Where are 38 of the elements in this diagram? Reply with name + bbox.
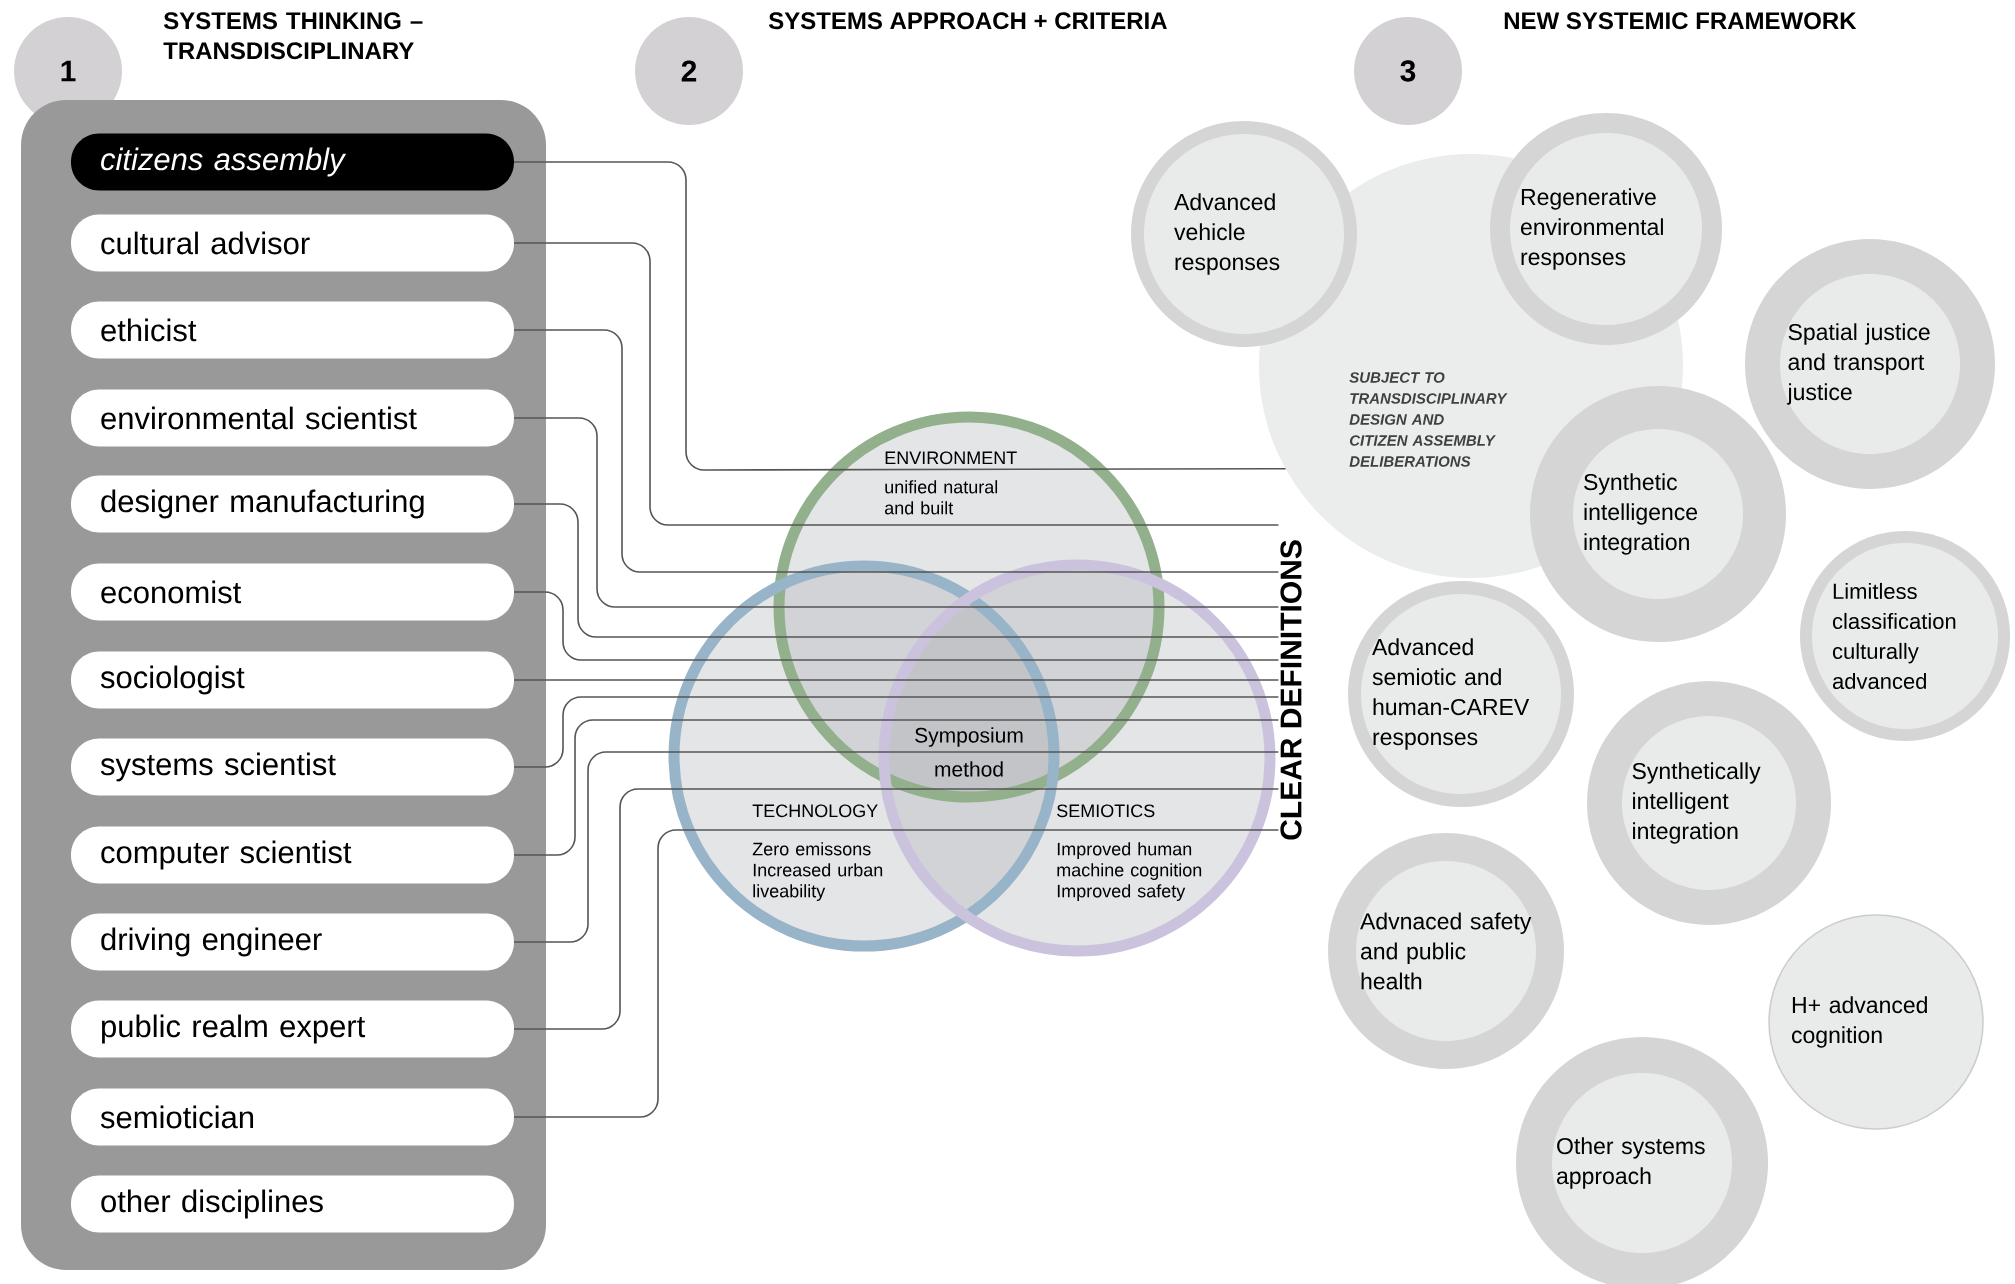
role-pill: cultural advisor bbox=[71, 214, 514, 272]
venn-center-label: Symposium method bbox=[915, 727, 1023, 777]
role-pill: computer scientist bbox=[71, 826, 514, 884]
circle-heading: TECHNOLOGY bbox=[752, 804, 878, 818]
role-pill: environmental scientist bbox=[71, 389, 514, 447]
role-pill: economist bbox=[71, 563, 514, 621]
role-pill: driving engineer bbox=[71, 913, 514, 971]
role-pill: other disciplines bbox=[71, 1175, 514, 1233]
circle-heading: ENVIRONMENT bbox=[885, 451, 1017, 465]
connector-line bbox=[513, 503, 1280, 638]
connector-line bbox=[513, 161, 1287, 471]
role-pill: semiotician bbox=[71, 1088, 514, 1146]
circle-heading: SEMIOTICS bbox=[1057, 804, 1155, 818]
circle-text: Zero emissons bbox=[752, 842, 871, 856]
role-pill: public realm expert bbox=[71, 1000, 514, 1058]
connector-line bbox=[513, 242, 1280, 526]
connector-line bbox=[513, 829, 1280, 1118]
role-pill: designer manufacturing bbox=[71, 475, 514, 533]
section-heading: SYSTEMS THINKING – TRANSDISCIPLINARY bbox=[163, 12, 423, 60]
section-heading: NEW SYSTEMIC FRAMEWORK bbox=[1504, 12, 1857, 30]
connector-line bbox=[513, 679, 1280, 681]
connector-line bbox=[513, 788, 1280, 1030]
connector-line bbox=[513, 696, 1280, 768]
connector-line bbox=[513, 329, 1280, 573]
circle-text: unified natural and built bbox=[885, 480, 998, 515]
connector-line bbox=[513, 751, 1280, 943]
role-pill: citizens assembly bbox=[71, 133, 514, 191]
role-pill: ethicist bbox=[71, 301, 514, 359]
circle-text: Improved safety bbox=[1057, 884, 1186, 901]
node-label: SUBJECT TO TRANSDISCIPLINARY DESIGN AND CITIZEN ASSEMBLY DELIBERATIONS bbox=[1349, 372, 1508, 467]
circle-text: Improved human machine cognition bbox=[1057, 842, 1202, 880]
role-pill: systems scientist bbox=[71, 738, 514, 796]
connector-line bbox=[513, 417, 1280, 608]
connector-line bbox=[513, 719, 1280, 856]
section-heading: SYSTEMS APPROACH + CRITERIA bbox=[768, 12, 1167, 30]
connector-line bbox=[513, 591, 1280, 661]
role-pill: sociologist bbox=[71, 651, 514, 709]
circle-text: Increased urban liveability bbox=[753, 863, 883, 901]
